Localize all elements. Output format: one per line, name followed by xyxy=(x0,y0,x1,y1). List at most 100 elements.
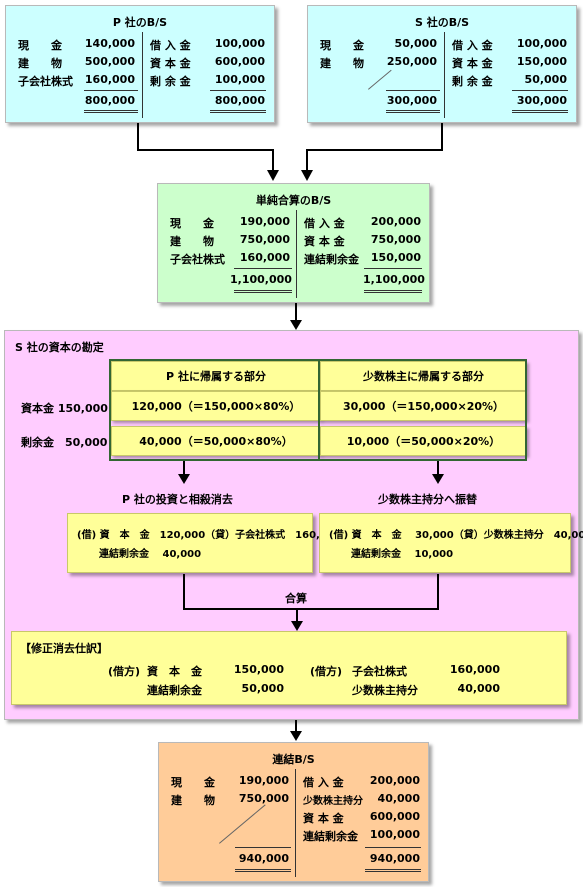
journal-debit-label-2: 連結剰余金 xyxy=(147,684,202,697)
entry-right-box: (借) 資 本 金 30,000（貸）少数株主持分 40,000 連結剰余金 1… xyxy=(319,513,583,573)
capital-sub-right-title: 少数株主持分へ振替 xyxy=(378,493,477,506)
p-bs-total-right: 800,000 xyxy=(214,94,265,107)
arrow-head-consol xyxy=(290,731,302,741)
consol-bs-left-label-0: 現 金 xyxy=(171,776,215,789)
s-bs-title: S 社のB/S xyxy=(414,16,470,29)
capital-row1-minority-cell: 30,000（＝150,000×20%） xyxy=(320,391,527,421)
s-bs-left-value-1: 250,000 xyxy=(386,55,437,68)
s-bs-right-value-2: 50,000 xyxy=(524,73,567,86)
consol-bs-right-label-1: 少数株主持分 xyxy=(303,796,363,807)
consol-bs-right-value-1: 40,000 xyxy=(377,792,420,805)
consol-bs-right-value-3: 100,000 xyxy=(369,828,420,841)
consol-bs-total-left: 940,000 xyxy=(238,852,289,865)
entry-right-line2: 連結剰余金 10,000 xyxy=(351,549,454,560)
p-bs-box: P 社のB/S 現 金 140,000 建 物 500,000 子会社株式 16… xyxy=(5,5,275,123)
s-bs-right-value-1: 150,000 xyxy=(516,55,567,68)
s-bs-left-label-0: 現 金 xyxy=(320,39,364,52)
simple-bs-sum-line-right xyxy=(364,268,422,269)
consol-bs-left-label-1: 建 物 xyxy=(171,794,215,807)
simple-bs-sum-line-left xyxy=(234,268,292,269)
journal-credit-value-1: 160,000 xyxy=(449,663,500,676)
consol-bs-title: 連結B/S xyxy=(272,753,315,766)
p-bs-left-value-1: 500,000 xyxy=(84,55,135,68)
capital-arrow-right-head xyxy=(432,474,444,484)
consol-bs-left-value-0: 190,000 xyxy=(238,774,289,787)
s-bs-double-line-left xyxy=(386,110,440,113)
consol-bs-divider xyxy=(295,769,296,877)
p-bs-right-value-2: 100,000 xyxy=(214,73,265,86)
consol-bs-right-value-2: 600,000 xyxy=(369,810,420,823)
journal-debit-header: (借方) xyxy=(108,665,141,678)
simple-bs-total-right: 1,100,000 xyxy=(363,273,425,286)
p-bs-left-label-0: 現 金 xyxy=(18,39,62,52)
capital-combine-arrow-head xyxy=(291,621,303,631)
simple-bs-box: 単純合算のB/S 現 金 190,000 建 物 750,000 子会社株式 1… xyxy=(157,183,430,303)
simple-bs-total-left: 1,100,000 xyxy=(230,273,292,286)
p-bs-left-value-2: 160,000 xyxy=(84,73,135,86)
capital-row1-p-cell: 120,000（＝150,000×80%） xyxy=(111,391,321,421)
simple-bs-left-label-2: 子会社株式 xyxy=(170,253,225,266)
simple-bs-double-line-right xyxy=(364,290,422,293)
capital-sub-left-title: P 社の投資と相殺消去 xyxy=(122,493,233,506)
entry-left-line1: (借) 資 本 金 120,000（貸）子会社株式 160,000 xyxy=(77,530,341,541)
p-bs-divider xyxy=(142,32,143,118)
simple-bs-left-value-0: 190,000 xyxy=(239,215,290,228)
capital-combine-label: 合算 xyxy=(285,592,307,605)
p-bs-right-label-1: 資 本 金 xyxy=(150,57,191,70)
simple-bs-right-value-1: 750,000 xyxy=(370,233,421,246)
s-bs-right-label-2: 剰 余 金 xyxy=(452,75,493,88)
p-bs-left-label-2: 子会社株式 xyxy=(18,75,73,88)
consol-bs-sum-line-left xyxy=(235,847,291,848)
entry-left-line2: 連結剰余金 40,000 xyxy=(99,549,202,560)
s-bs-right-label-0: 借 入 金 xyxy=(452,39,493,52)
s-bs-box: S 社のB/S 現 金 50,000 建 物 250,000 借 入 金 100… xyxy=(307,5,577,123)
capital-arrow-left-head xyxy=(178,474,190,484)
simple-bs-divider xyxy=(296,210,297,298)
s-bs-left-label-1: 建 物 xyxy=(320,57,364,70)
journal-box: 【修正消去仕訳】 (借方) 資 本 金 150,000 連結剰余金 50,000… xyxy=(11,631,567,705)
consol-bs-right-value-0: 200,000 xyxy=(369,774,420,787)
s-bs-double-line-right xyxy=(512,110,568,113)
journal-credit-label-1: 子会社株式 xyxy=(352,665,407,678)
capital-section: S 社の資本の勘定 P 社に帰属する部分 少数株主に帰属する部分 資本金 150… xyxy=(4,330,583,720)
consol-bs-left-value-1: 750,000 xyxy=(238,792,289,805)
simple-bs-right-label-1: 資 本 金 xyxy=(304,235,345,248)
consol-bs-box: 連結B/S 現 金 190,000 建 物 750,000 借 入 金 200,… xyxy=(158,742,429,882)
consol-bs-right-label-0: 借 入 金 xyxy=(303,776,344,789)
entry-right-line1: (借) 資 本 金 30,000（貸）少数株主持分 40,000 xyxy=(329,530,583,541)
journal-credit-label-2: 少数株主持分 xyxy=(352,684,418,697)
s-bs-sum-line-left xyxy=(386,90,440,91)
simple-bs-double-line-left xyxy=(234,290,292,293)
simple-bs-right-value-0: 200,000 xyxy=(370,215,421,228)
simple-bs-right-value-2: 150,000 xyxy=(370,251,421,264)
capital-row2-label: 剰余金 50,000 xyxy=(21,436,108,449)
consol-bs-right-label-2: 資 本 金 xyxy=(303,812,344,825)
s-bs-right-label-1: 資 本 金 xyxy=(452,57,493,70)
consol-bs-total-right: 940,000 xyxy=(369,852,420,865)
s-bs-sum-line-right xyxy=(512,90,568,91)
s-bs-total-right: 300,000 xyxy=(516,94,567,107)
p-bs-right-label-0: 借 入 金 xyxy=(150,39,191,52)
p-bs-right-value-1: 600,000 xyxy=(214,55,265,68)
p-bs-right-value-0: 100,000 xyxy=(214,37,265,50)
consol-bs-right-label-3: 連結剰余金 xyxy=(303,830,358,843)
capital-row2-minority-cell: 10,000（＝50,000×20%） xyxy=(320,426,527,456)
journal-debit-value-1: 150,000 xyxy=(233,663,284,676)
p-bs-title: P 社のB/S xyxy=(112,16,168,29)
p-bs-double-line-left xyxy=(84,110,138,113)
simple-bs-left-label-1: 建 物 xyxy=(170,235,214,248)
simple-bs-right-label-0: 借 入 金 xyxy=(304,217,345,230)
p-bs-double-line-right xyxy=(210,110,266,113)
capital-row2-p-cell: 40,000（＝50,000×80%） xyxy=(111,426,321,456)
p-bs-left-label-1: 建 物 xyxy=(18,57,62,70)
capital-col-minority-header: 少数株主に帰属する部分 xyxy=(320,361,527,391)
capital-row1-label: 資本金 150,000 xyxy=(21,402,108,415)
p-bs-right-label-2: 剰 余 金 xyxy=(150,75,191,88)
s-bs-total-left: 300,000 xyxy=(386,94,437,107)
s-bs-left-value-0: 50,000 xyxy=(394,37,437,50)
arrow-head-s xyxy=(301,170,313,181)
consol-bs-diagonal-line xyxy=(219,804,266,844)
capital-combine-connector xyxy=(183,574,439,610)
consol-bs-double-line-left xyxy=(235,869,291,872)
